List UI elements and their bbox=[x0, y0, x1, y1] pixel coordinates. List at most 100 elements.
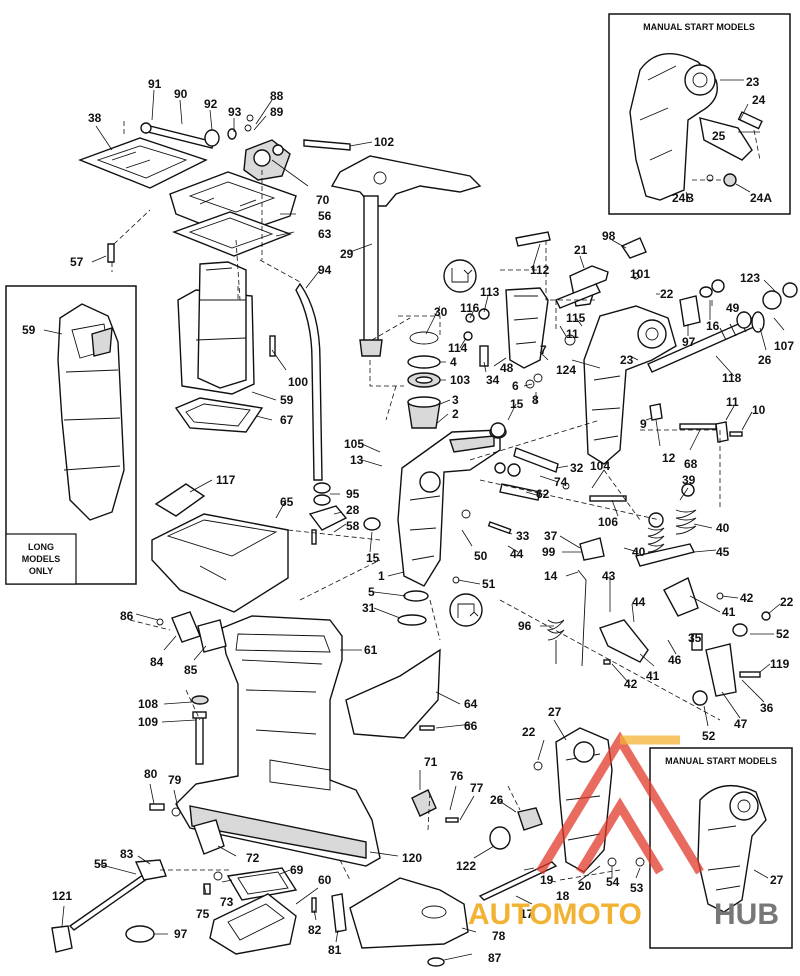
callout-97-b: 97 bbox=[174, 927, 188, 941]
callout-50: 50 bbox=[474, 549, 488, 563]
callout-21: 21 bbox=[574, 243, 588, 257]
callout-116: 116 bbox=[460, 301, 480, 315]
callout-51: 51 bbox=[482, 577, 496, 591]
callout-4: 4 bbox=[450, 355, 457, 369]
callout-48: 48 bbox=[500, 361, 514, 375]
callout-93: 93 bbox=[228, 105, 242, 119]
bushings-stack bbox=[369, 259, 483, 627]
callout-26-b: 26 bbox=[490, 793, 504, 807]
callout-59-b: 59 bbox=[22, 323, 36, 337]
assembly-guide-lines bbox=[129, 170, 721, 881]
callout-96: 96 bbox=[518, 619, 532, 633]
callout-22-c: 22 bbox=[522, 725, 536, 739]
long-bolt-109 bbox=[191, 695, 209, 765]
callout-122: 122 bbox=[456, 859, 476, 873]
callout-70: 70 bbox=[316, 193, 330, 207]
inset-manual-start-top: MANUAL START MODELS bbox=[608, 13, 791, 215]
callout-118: 118 bbox=[722, 371, 742, 385]
callout-86: 86 bbox=[120, 609, 134, 623]
callout-33: 33 bbox=[516, 529, 530, 543]
callout-61: 61 bbox=[364, 643, 378, 657]
callout-3: 3 bbox=[452, 393, 459, 407]
nut-26-lower bbox=[517, 807, 543, 831]
callout-22-a: 22 bbox=[660, 287, 674, 301]
callout-98: 98 bbox=[602, 229, 616, 243]
grommet-group bbox=[308, 482, 348, 545]
lubricate-arrow-icon-bottom bbox=[449, 593, 483, 627]
callout-17: 17 bbox=[520, 907, 534, 921]
inset-left-note-line2: MODELS bbox=[22, 554, 61, 564]
callout-23-b: 23 bbox=[746, 75, 760, 89]
callout-24a: 24A bbox=[750, 191, 772, 205]
callout-57: 57 bbox=[70, 255, 84, 269]
callout-numbers: 91 90 92 93 88 89 38 102 70 56 63 57 29 … bbox=[22, 75, 794, 965]
upper-motor-mount-group bbox=[78, 114, 351, 272]
callout-124: 124 bbox=[556, 363, 576, 377]
callout-89: 89 bbox=[270, 105, 284, 119]
callout-106: 106 bbox=[598, 515, 618, 529]
inset-bottom-title: MANUAL START MODELS bbox=[665, 756, 777, 766]
callout-85: 85 bbox=[184, 663, 198, 677]
callout-123: 123 bbox=[740, 271, 760, 285]
callout-101: 101 bbox=[630, 267, 650, 281]
callout-24b: 24B bbox=[672, 191, 694, 205]
bumper-122 bbox=[489, 826, 511, 850]
pin-104 bbox=[562, 482, 570, 490]
callout-25: 25 bbox=[712, 129, 726, 143]
callout-65: 65 bbox=[280, 495, 294, 509]
callout-109: 109 bbox=[138, 715, 158, 729]
callout-100: 100 bbox=[288, 375, 308, 389]
tilt-latch-group bbox=[463, 231, 576, 438]
callout-27-b: 27 bbox=[770, 873, 784, 887]
callout-42-a: 42 bbox=[740, 591, 754, 605]
callout-112: 112 bbox=[530, 263, 550, 277]
callout-10: 10 bbox=[752, 403, 766, 417]
stern-bracket-upper bbox=[583, 305, 677, 465]
callout-108: 108 bbox=[138, 697, 158, 711]
inset-manual-start-bottom: MANUAL START MODELS bbox=[649, 747, 793, 949]
callout-72: 72 bbox=[246, 851, 260, 865]
callout-82: 82 bbox=[308, 923, 322, 937]
screw-77 bbox=[445, 817, 459, 823]
callout-11-a: 11 bbox=[566, 327, 579, 341]
exhaust-housing-group bbox=[174, 261, 276, 433]
leader-lines bbox=[43, 89, 785, 961]
callout-60: 60 bbox=[318, 873, 332, 887]
callout-35: 35 bbox=[688, 631, 702, 645]
steering-arm-group bbox=[330, 155, 482, 357]
callout-14: 14 bbox=[544, 569, 558, 583]
callout-56: 56 bbox=[318, 209, 332, 223]
callout-78: 78 bbox=[492, 929, 506, 943]
lubricate-arrow-icon-top bbox=[443, 259, 477, 293]
watermark-text-left: AUTOMOTO bbox=[468, 898, 642, 931]
callout-52-a: 52 bbox=[776, 627, 790, 641]
callout-95: 95 bbox=[346, 487, 360, 501]
damper-71 bbox=[411, 789, 437, 817]
swivel-bracket-center bbox=[363, 425, 507, 626]
callout-16: 16 bbox=[706, 319, 720, 333]
callout-80: 80 bbox=[144, 767, 158, 781]
callout-41-b: 41 bbox=[646, 669, 660, 683]
callout-23-a: 23 bbox=[620, 353, 634, 367]
callout-36: 36 bbox=[760, 701, 774, 715]
callout-105: 105 bbox=[344, 437, 364, 451]
callout-40-a: 40 bbox=[716, 521, 730, 535]
bolt-106 bbox=[589, 495, 627, 502]
callout-45: 45 bbox=[716, 545, 730, 559]
callout-27-a: 27 bbox=[548, 705, 562, 719]
callout-77: 77 bbox=[470, 781, 484, 795]
callout-102: 102 bbox=[374, 135, 394, 149]
callout-12: 12 bbox=[662, 451, 676, 465]
exhaust-housing-main bbox=[175, 615, 381, 867]
callout-26-a: 26 bbox=[758, 353, 772, 367]
callout-49: 49 bbox=[726, 301, 740, 315]
callout-59-a: 59 bbox=[280, 393, 294, 407]
callout-32: 32 bbox=[570, 461, 584, 475]
tilt-hardware-right bbox=[649, 279, 798, 443]
lower-tilt-tube-group bbox=[51, 859, 167, 953]
callout-64: 64 bbox=[464, 697, 478, 711]
callout-68: 68 bbox=[684, 457, 698, 471]
callout-119: 119 bbox=[770, 657, 790, 671]
callout-73: 73 bbox=[220, 895, 234, 909]
callout-53: 53 bbox=[630, 881, 644, 895]
